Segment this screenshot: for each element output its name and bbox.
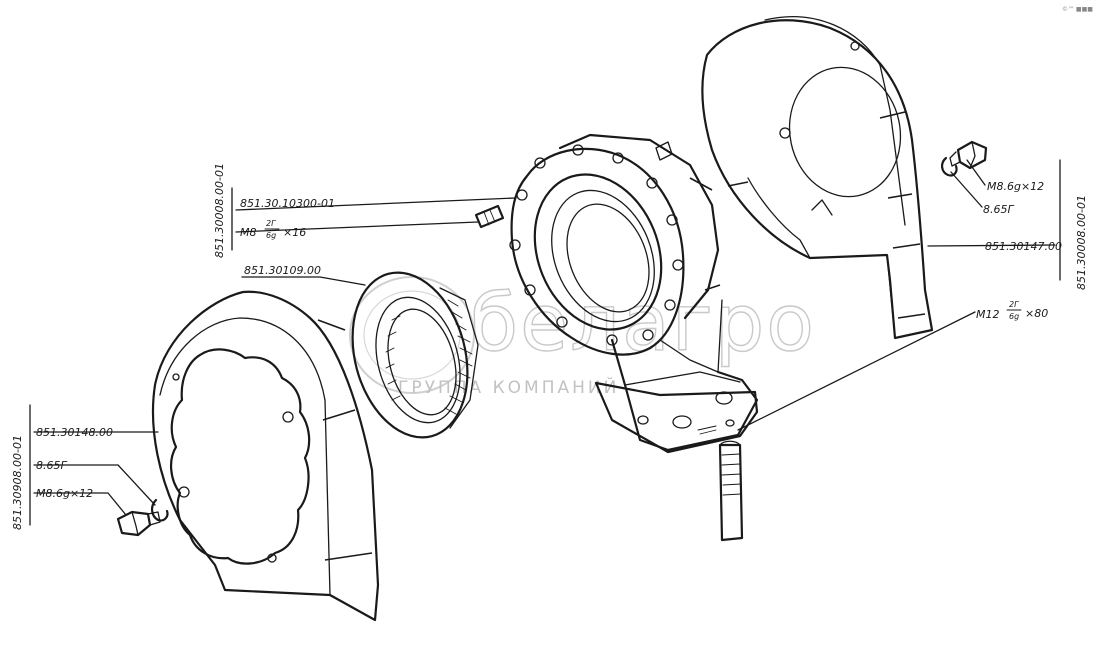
callout-labels: 851.30008.00-01 851.30.10300-01 M8 2Г 6g…	[11, 163, 1088, 530]
pin-spec-length: ×80	[1025, 307, 1048, 320]
left-washer-label: 8.65Г	[36, 459, 67, 472]
stud-spec-length: ×16	[283, 226, 306, 239]
seal-ring-part	[351, 271, 479, 439]
watermark-brand: белагро	[470, 279, 816, 369]
right-washer	[941, 156, 958, 177]
right-bolt-label: M8.6g×12	[987, 180, 1044, 193]
stud-spec-frac-bot: 6g	[266, 231, 276, 240]
pin-spec-m12: M12	[976, 308, 1000, 321]
housing-group-label: 851.30008.00-01	[213, 163, 226, 258]
pin-spec-frac-top: 2Г	[1009, 300, 1019, 309]
left-washer	[151, 498, 169, 522]
left-bolt-label: M8.6g×12	[36, 487, 93, 500]
left-cover-part	[151, 290, 380, 622]
seal-part-label: 851.30109.00	[244, 264, 321, 277]
watermark: белагро ГРУППА КОМПАНИЙ	[349, 276, 816, 398]
pin-spec-frac-bot: 6g	[1009, 312, 1019, 321]
corner-note: ©™ ■■■	[1062, 6, 1093, 13]
right-group-label: 851.30008.00-01	[1075, 195, 1088, 290]
housing-part-label: 851.30.10300-01	[240, 197, 335, 210]
left-group-label: 851.30908.00-01	[11, 435, 24, 530]
watermark-tagline: ГРУППА КОМПАНИЙ	[398, 376, 619, 398]
left-bolt	[116, 510, 161, 537]
right-cover-part	[701, 16, 934, 340]
stud-spec-frac-top: 2Г	[266, 219, 276, 228]
right-washer-label: 8.65Г	[983, 203, 1014, 216]
main-housing-part	[509, 133, 759, 454]
stud-spec-m8: M8	[240, 226, 257, 239]
stud	[474, 204, 505, 229]
left-cover-part-label: 851.30148.00	[36, 426, 113, 439]
leader-lines	[29, 159, 1061, 526]
right-bolt	[949, 140, 988, 170]
right-cover-part-label: 851.30147.00	[985, 240, 1062, 253]
pin	[718, 440, 744, 542]
